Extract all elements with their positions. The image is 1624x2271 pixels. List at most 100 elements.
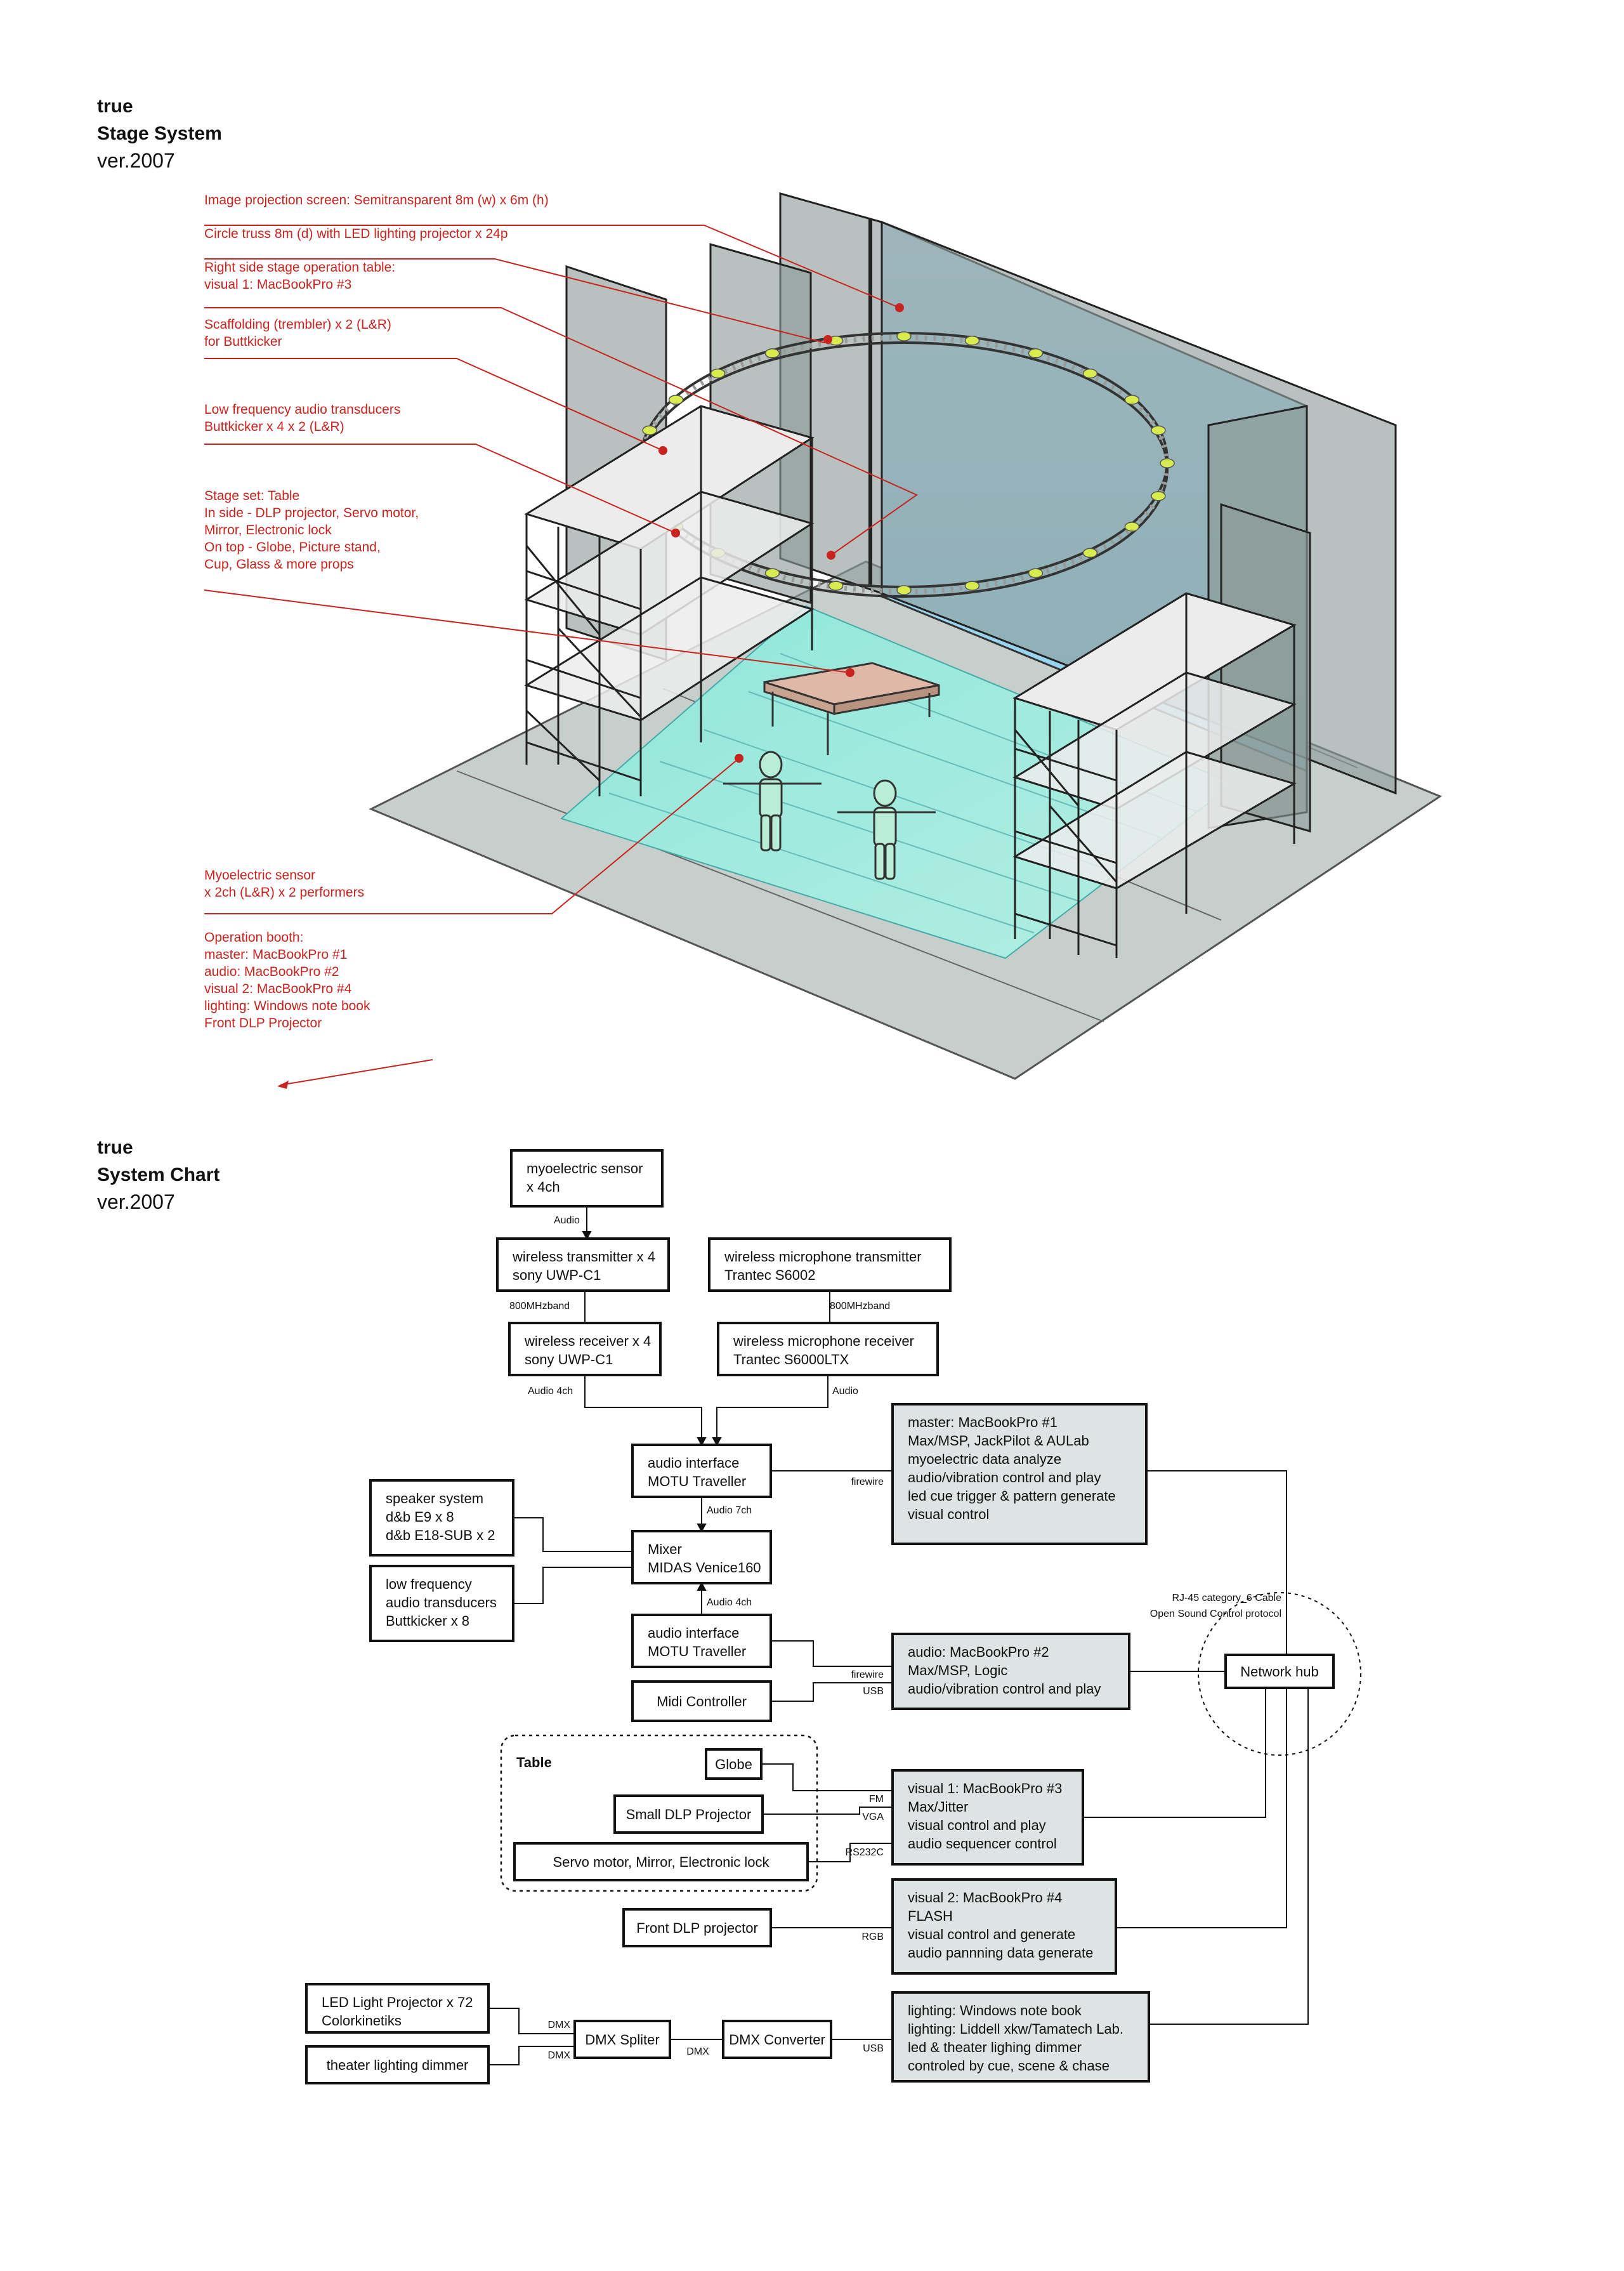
box-lighting: lighting: Windows note book lighting: Lid… (891, 1991, 1150, 2083)
line-label-audio4ch2: Audio 4ch (707, 1597, 752, 1608)
performer-1 (723, 751, 822, 852)
system-version: ver.2007 (97, 1190, 175, 1213)
stage-annotation: x 2ch (L&R) x 2 performers (204, 885, 364, 900)
box-text: Front DLP projector (636, 1920, 758, 1936)
connection-line (771, 1640, 893, 1667)
connection-line (488, 2008, 575, 2034)
stage-annotation: visual 1: MacBookPro #3 (204, 277, 351, 292)
box-text: audio sequencer control (908, 1836, 1057, 1852)
scaffolding-left (524, 405, 815, 796)
line-label-audio2: Audio (832, 1386, 858, 1397)
stage-annotation: Myoelectric sensor (204, 868, 315, 883)
led-projector-icon (642, 425, 657, 435)
box-text: led & theater lighing dimmer (908, 2039, 1082, 2055)
network-note: RJ-45 category_6 Cable (1172, 1593, 1281, 1603)
box-text: d&b E9 x 8 (386, 1509, 454, 1525)
box-text: Servo motor, Mirror, Electronic lock (553, 1854, 769, 1870)
box-text: Globe (715, 1756, 752, 1772)
line-label-band1: 800MHzband (509, 1301, 570, 1312)
line-label-audio7ch: Audio 7ch (707, 1505, 752, 1516)
led-projector-icon (1124, 395, 1140, 405)
line-label-audio4ch: Audio 4ch (528, 1386, 573, 1397)
connection-line (761, 1763, 893, 1791)
connection-line (771, 1682, 893, 1702)
arrow-icon (697, 1581, 707, 1591)
stage-illustration: Image projection screen: Semitransparent… (204, 192, 1443, 1089)
box-text: lighting: Liddell xkw/Tamatech Lab. (908, 2021, 1123, 2037)
box-text: wireless transmitter x 4 (512, 1249, 655, 1265)
box-midi: Midi Controller (631, 1680, 772, 1722)
box-text: MIDAS Venice160 (648, 1560, 761, 1576)
stage-annotation: Image projection screen: Semitransparent… (204, 193, 549, 207)
stage-annotation: Buttkicker x 4 x 2 (L&R) (204, 419, 344, 434)
led-projector-icon (964, 336, 980, 346)
stage-annotation: Circle truss 8m (d) with LED lighting pr… (204, 227, 508, 241)
stage-annotation: master: MacBookPro #1 (204, 947, 347, 962)
box-text: DMX Spliter (585, 2032, 659, 2048)
stage-annotation: In side - DLP projector, Servo motor, (204, 506, 419, 520)
box-text: audio pannning data generate (908, 1945, 1093, 1961)
led-projector-icon (1028, 348, 1044, 359)
box-text: visual control and play (908, 1817, 1046, 1833)
led-projector-icon (1082, 368, 1098, 379)
arrow-icon (712, 1437, 722, 1447)
box-text: audio transducers (386, 1595, 497, 1610)
stage-annotation: Mirror, Electronic lock (204, 523, 332, 537)
box-text: Max/MSP, JackPilot & AULab (908, 1433, 1089, 1449)
line-label-fm: FM (869, 1794, 884, 1805)
box-text: led cue trigger & pattern generate (908, 1488, 1116, 1504)
box-hub: Network hub (1224, 1654, 1335, 1689)
box-text: controled by cue, scene & chase (908, 2058, 1110, 2074)
connection-line (488, 2046, 575, 2065)
stage-annotation: Stage set: Table (204, 489, 299, 503)
box-text: visual 2: MacBookPro #4 (908, 1890, 1062, 1906)
table-group-label: Table (516, 1754, 552, 1770)
box-text: audio/vibration control and play (908, 1470, 1101, 1485)
network-circle (1198, 1592, 1361, 1756)
line-label-firewire2: firewire (851, 1669, 884, 1680)
led-projector-icon (710, 368, 726, 379)
line-label-vga: VGA (862, 1812, 884, 1822)
annotation-dots (658, 303, 904, 763)
box-text: Small DLP Projector (626, 1807, 752, 1822)
box-text: Network hub (1240, 1664, 1319, 1680)
line-label-usb2: USB (863, 2043, 884, 2054)
box-text: FLASH (908, 1908, 953, 1924)
stage-annotation: Front DLP Projector (204, 1016, 322, 1030)
box-servo: Servo motor, Mirror, Electronic lock (513, 1842, 809, 1881)
scaffolding-right (1012, 592, 1297, 958)
led-projector-icon (1160, 458, 1175, 468)
box-text: x 4ch (527, 1179, 560, 1195)
box-text: wireless microphone transmitter (724, 1249, 922, 1265)
stage-annotation: Scaffolding (trembler) x 2 (L&R) (204, 317, 391, 332)
box-text: sony UWP-C1 (525, 1352, 613, 1367)
box-text: lighting: Windows note book (908, 2003, 1082, 2018)
box-text: visual control (908, 1506, 989, 1522)
stage-annotation: visual 2: MacBookPro #4 (204, 982, 352, 996)
connection-line (808, 1843, 893, 1862)
box-text: Max/Jitter (908, 1799, 968, 1815)
led-projector-icon (896, 585, 912, 595)
connection-line (513, 1567, 632, 1604)
box-text: myoelectric data analyze (908, 1451, 1061, 1467)
box-text: audio interface (648, 1625, 739, 1641)
line-label-audio1: Audio (554, 1215, 580, 1226)
led-projector-icon (896, 331, 912, 341)
annotation-leaders (204, 225, 919, 1086)
box-globe: Globe (705, 1748, 763, 1780)
arrow-icon (582, 1231, 592, 1241)
led-projector-icon (764, 568, 780, 578)
system-brand: true (97, 1137, 133, 1158)
stage-annotation: Right side stage operation table: (204, 260, 395, 275)
performer-2 (837, 779, 936, 880)
stage-annotation: audio: MacBookPro #2 (204, 964, 339, 979)
led-projector-icon (1082, 548, 1098, 558)
stage-heading: true Stage System ver.2007 (97, 93, 222, 174)
